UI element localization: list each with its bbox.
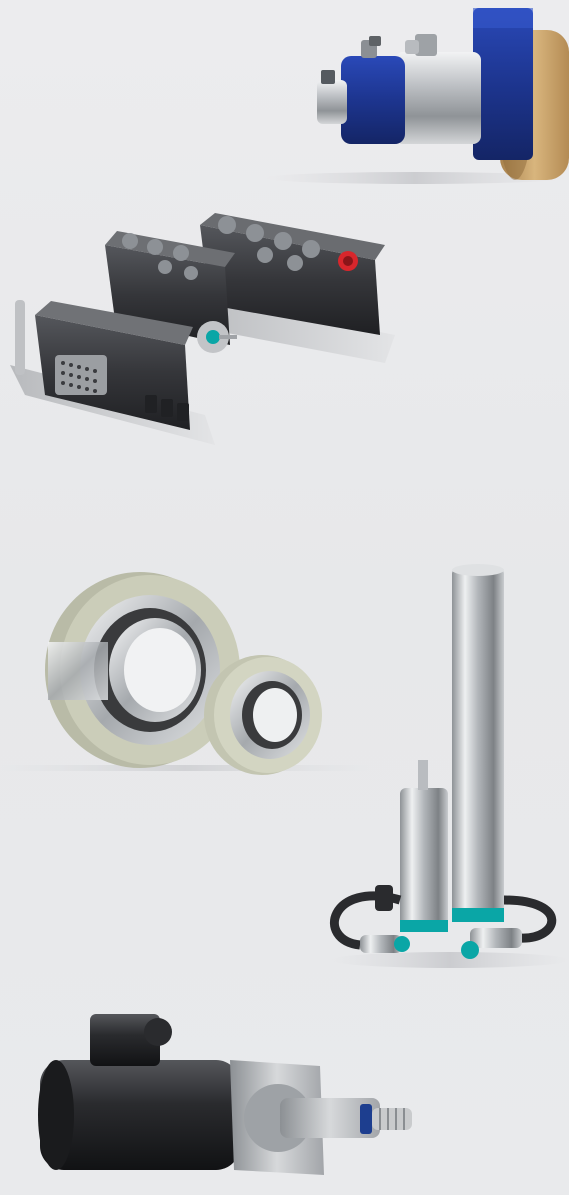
servo-gearmotor-image [30, 1000, 430, 1195]
drive-controller-modules-image [5, 205, 405, 465]
wheel-drive-unit-image [265, 0, 569, 190]
bearing-rings-image [0, 570, 370, 780]
cylindrical-actuators-image [320, 560, 569, 980]
